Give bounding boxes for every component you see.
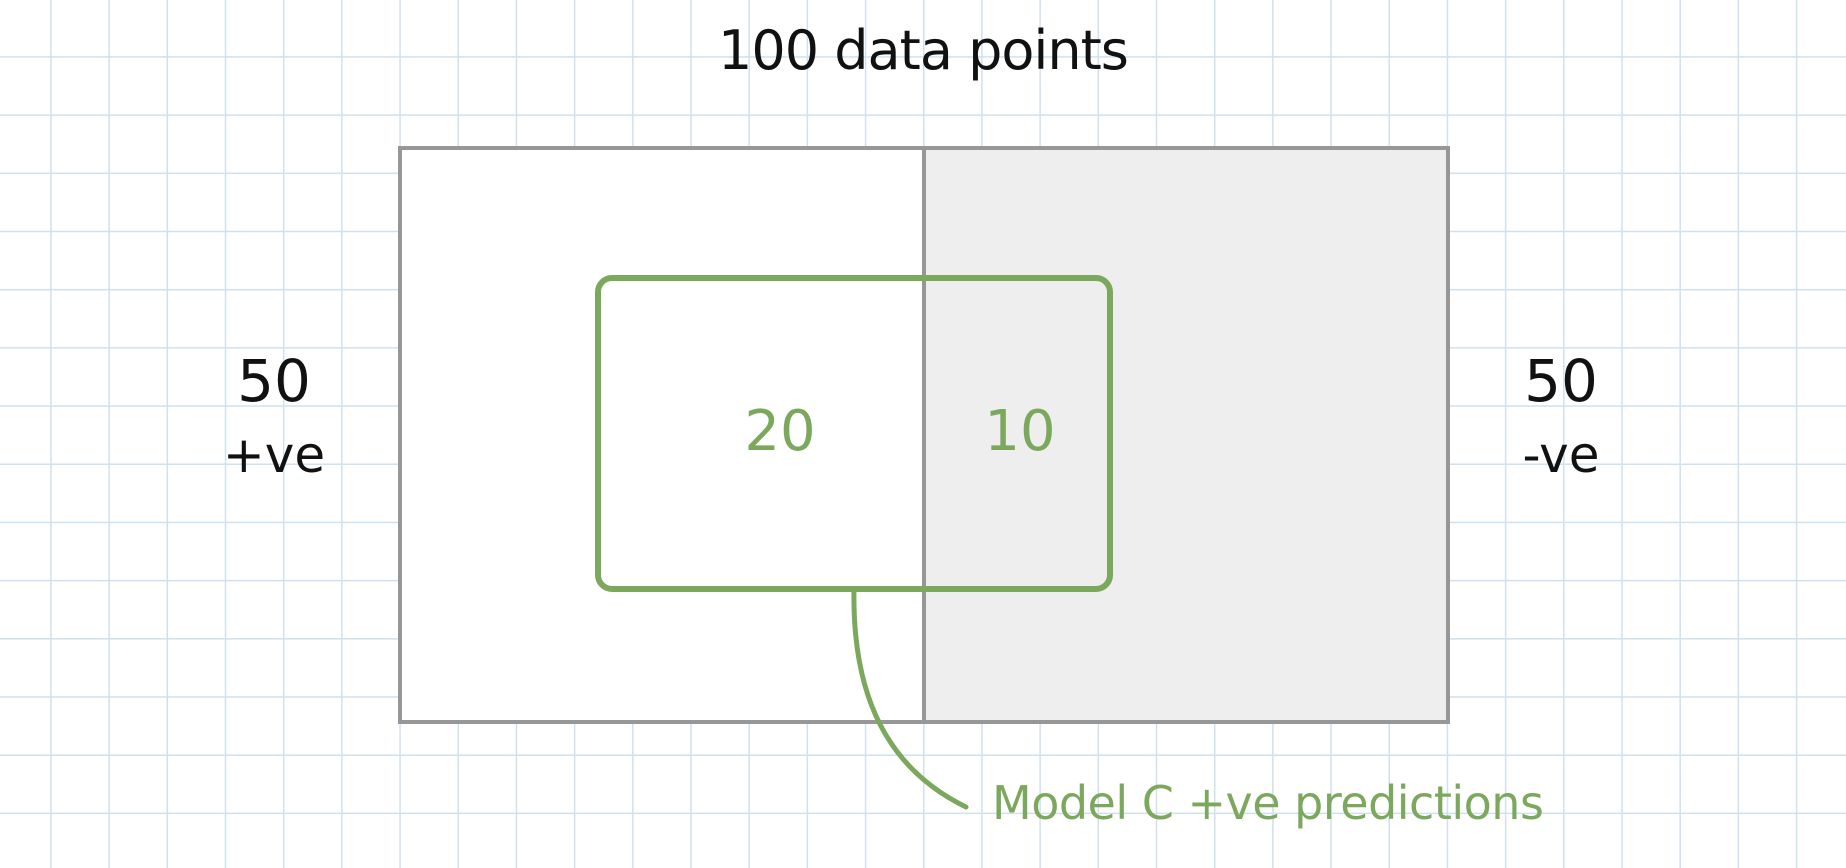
positive-label: +ve [222, 426, 326, 484]
positive-count: 50 [237, 347, 311, 415]
negative-label: -ve [1522, 426, 1600, 484]
diagram-title: 100 data points [718, 19, 1129, 82]
true-positive-count: 20 [744, 399, 816, 464]
callout-connector [851, 586, 969, 810]
negative-count: 50 [1524, 347, 1598, 415]
negative-half [924, 148, 1448, 722]
positive-half [400, 148, 924, 722]
prediction-callout-label: Model C +ve predictions [992, 776, 1544, 830]
false-positive-count: 10 [984, 399, 1056, 464]
